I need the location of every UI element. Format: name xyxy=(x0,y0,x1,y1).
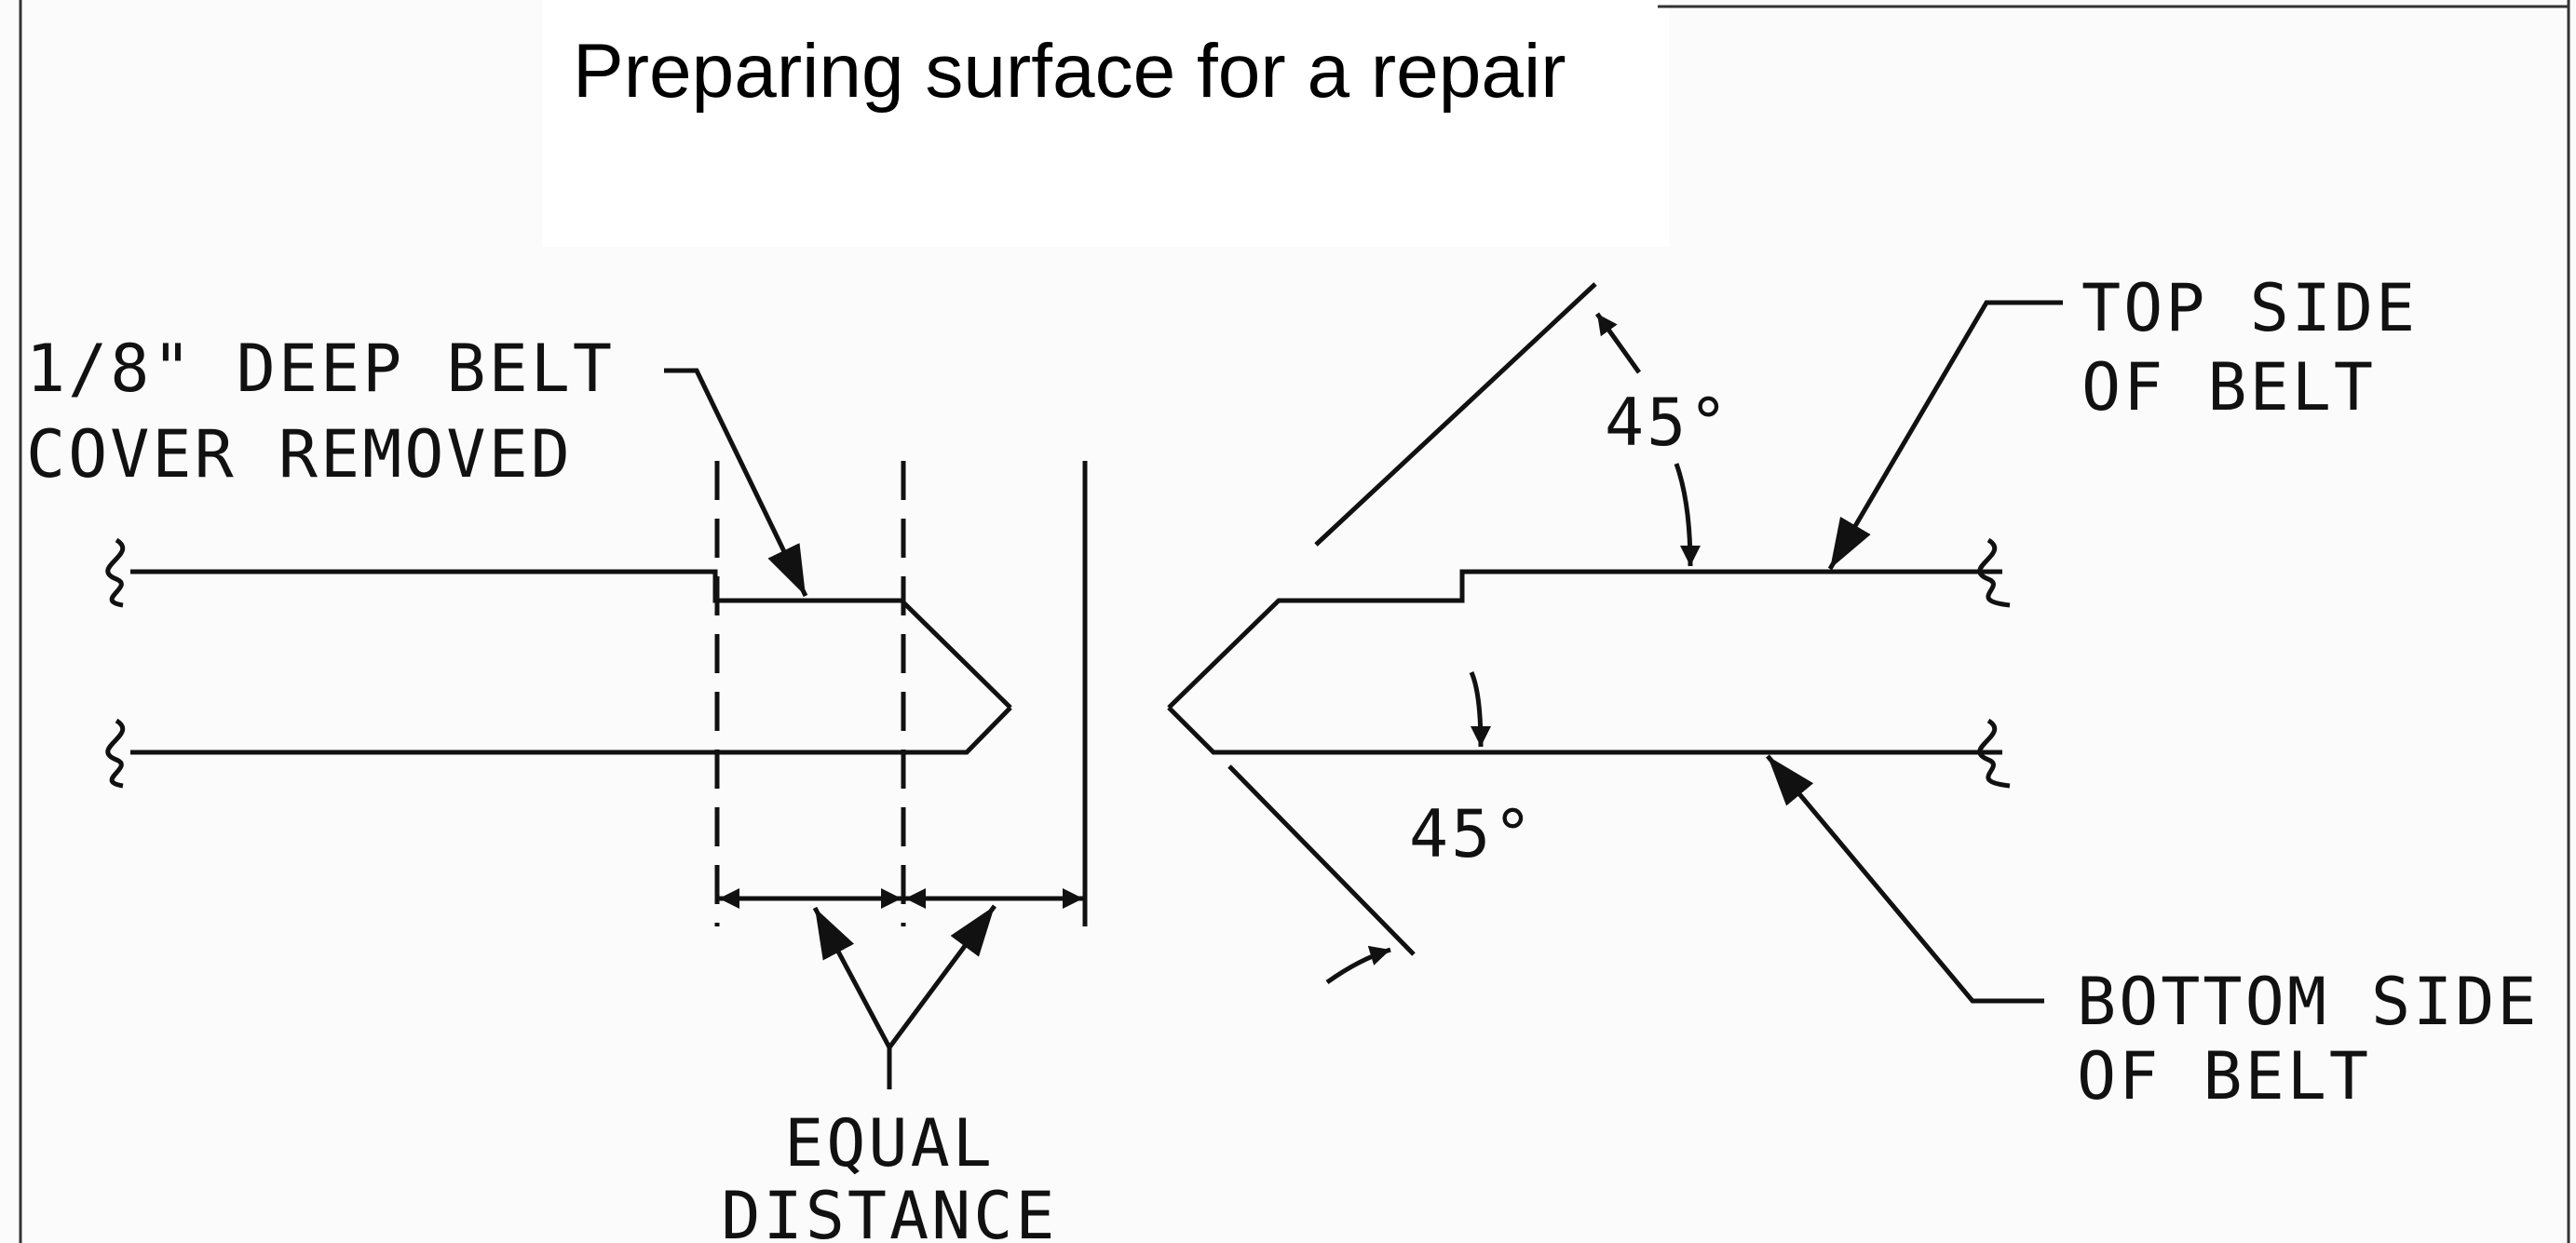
bottom-angle-label: 45° xyxy=(1409,796,1535,872)
left-belt-bottom-edge xyxy=(130,706,1012,755)
equal-distance-label-line1: EQUAL xyxy=(784,1105,995,1182)
page-title: Preparing surface for a repair xyxy=(573,29,1566,114)
right-break-symbol-bottom xyxy=(1977,718,2011,789)
top-angle-arrow-lower xyxy=(1674,463,1701,567)
cover-removed-leader xyxy=(664,368,808,598)
top-side-label-line2: OF BELT xyxy=(2081,349,2376,426)
cover-removed-label-line2: COVER REMOVED xyxy=(26,416,573,493)
left-break-symbol-top xyxy=(105,537,126,608)
equal-distance-label-line2: DISTANCE xyxy=(721,1178,1057,1243)
equal-distance-leader-left xyxy=(812,906,892,1049)
bottom-angle-arrow-upper xyxy=(1469,671,1491,748)
right-break-symbol-top xyxy=(1977,537,2011,608)
title-band xyxy=(542,0,1669,247)
left-belt-top-edge xyxy=(130,569,1012,709)
top-angle-label: 45° xyxy=(1605,385,1730,461)
top-angle-arrow-upper xyxy=(1594,312,1642,374)
bottom-45-extension-line xyxy=(1227,764,1416,956)
bottom-angle-arrow-lower xyxy=(1325,945,1391,985)
top-side-leader xyxy=(1827,300,2063,571)
bottom-side-label-line1: BOTTOM SIDE xyxy=(2077,964,2540,1040)
bottom-side-label-line2: OF BELT xyxy=(2077,1038,2371,1115)
right-belt-top-edge xyxy=(1167,569,2002,709)
bottom-side-leader xyxy=(1766,754,2044,1004)
top-45-extension-line xyxy=(1314,282,1597,547)
equal-distance-leader-right xyxy=(887,904,997,1049)
cover-removed-label-line1: 1/8" DEEP BELT xyxy=(26,331,615,407)
left-break-symbol-bottom xyxy=(105,718,126,789)
right-belt-bottom-edge xyxy=(1167,706,2002,755)
top-side-label-line1: TOP SIDE xyxy=(2081,270,2418,346)
